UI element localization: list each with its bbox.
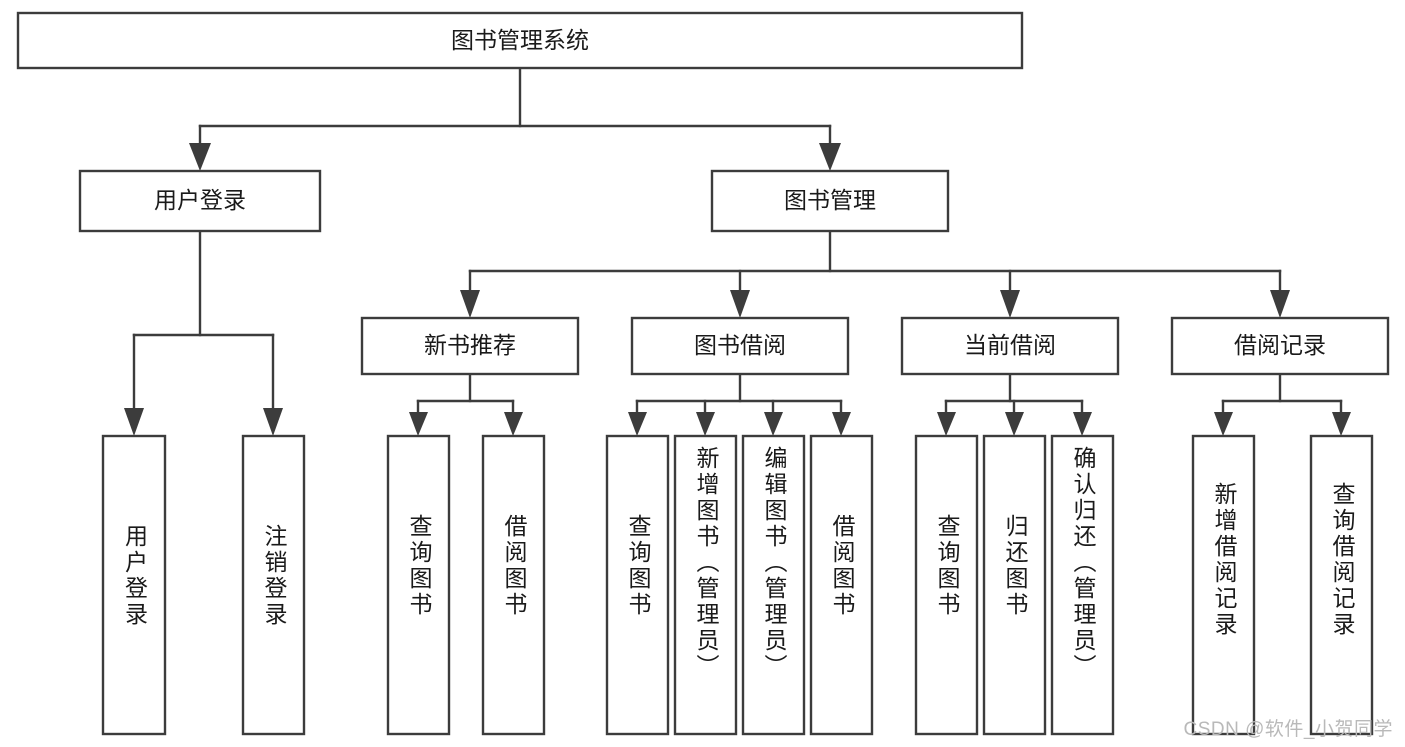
node-book-manage[interactable]: 图书管理 bbox=[710, 169, 950, 233]
node-new-book-rec-box[interactable] bbox=[360, 316, 580, 376]
node-leaf-user-login-box[interactable] bbox=[101, 434, 167, 736]
node-root-box[interactable] bbox=[16, 11, 1024, 70]
node-current-borrow-label: 当前借阅 bbox=[964, 332, 1056, 358]
arrow-head-icon bbox=[819, 143, 841, 171]
node-leaf-query-record-box[interactable] bbox=[1309, 434, 1374, 736]
node-borrow-record-label: 借阅记录 bbox=[1234, 332, 1326, 358]
node-root-label: 图书管理系统 bbox=[451, 27, 589, 53]
node-book-manage-label: 图书管理 bbox=[784, 187, 876, 213]
arrow-head-icon bbox=[189, 143, 211, 171]
node-borrow-record[interactable]: 借阅记录 bbox=[1170, 316, 1390, 376]
connector-borrowrecord-to-leaves bbox=[1214, 372, 1351, 436]
node-leaf-borrow-book-2-box[interactable] bbox=[809, 434, 874, 736]
node-book-manage-box[interactable] bbox=[710, 169, 950, 233]
node-book-borrow-label: 图书借阅 bbox=[694, 332, 786, 358]
arrow-head-icon bbox=[124, 408, 144, 436]
arrow-head-icon bbox=[937, 412, 956, 436]
node-current-borrow-box[interactable] bbox=[900, 316, 1120, 376]
node-current-borrow[interactable]: 当前借阅 bbox=[900, 316, 1120, 376]
node-new-book-rec-label: 新书推荐 bbox=[424, 332, 516, 358]
arrow-head-icon bbox=[460, 290, 480, 318]
arrow-head-icon bbox=[832, 412, 851, 436]
arrow-head-icon bbox=[409, 412, 428, 436]
connector-userlogin-to-leaves bbox=[124, 229, 283, 436]
arrow-head-icon bbox=[1332, 412, 1351, 436]
leaf-boxes bbox=[101, 434, 1374, 736]
node-leaf-query-book-2-box[interactable] bbox=[605, 434, 670, 736]
node-user-login-label: 用户登录 bbox=[154, 187, 246, 213]
node-borrow-record-box[interactable] bbox=[1170, 316, 1390, 376]
arrow-head-icon bbox=[730, 290, 750, 318]
node-leaf-query-book-3-box[interactable] bbox=[914, 434, 979, 736]
arrow-head-icon bbox=[1073, 412, 1092, 436]
node-leaf-confirm-return-box[interactable] bbox=[1050, 434, 1115, 736]
node-book-borrow-box[interactable] bbox=[630, 316, 850, 376]
node-leaf-query-book-1-box[interactable] bbox=[386, 434, 451, 736]
arrow-head-icon bbox=[263, 408, 283, 436]
arrow-head-icon bbox=[1270, 290, 1290, 318]
node-leaf-user-logout-box[interactable] bbox=[241, 434, 306, 736]
node-user-login[interactable]: 用户登录 bbox=[78, 169, 322, 233]
connector-newbook-to-leaves bbox=[409, 372, 523, 436]
connector-root-to-level2 bbox=[189, 66, 841, 171]
arrow-head-icon bbox=[1005, 412, 1024, 436]
node-leaf-borrow-book-1-box[interactable] bbox=[481, 434, 546, 736]
connector-bookborrow-to-leaves bbox=[628, 372, 851, 436]
arrow-head-icon bbox=[696, 412, 715, 436]
arrow-head-icon bbox=[1000, 290, 1020, 318]
node-leaf-add-record-box[interactable] bbox=[1191, 434, 1256, 736]
watermark-text: CSDN @软件_小贺同学 bbox=[1183, 719, 1393, 740]
node-user-login-box[interactable] bbox=[78, 169, 322, 233]
arrow-head-icon bbox=[504, 412, 523, 436]
node-book-borrow[interactable]: 图书借阅 bbox=[630, 316, 850, 376]
arrow-head-icon bbox=[764, 412, 783, 436]
node-leaf-edit-book-box[interactable] bbox=[741, 434, 806, 736]
arrow-head-icon bbox=[628, 412, 647, 436]
arrow-head-icon bbox=[1214, 412, 1233, 436]
node-root[interactable]: 图书管理系统 bbox=[16, 11, 1024, 70]
connector-bookmanage-to-level3 bbox=[460, 229, 1290, 318]
node-leaf-add-book-box[interactable] bbox=[673, 434, 738, 736]
connector-currentborrow-to-leaves bbox=[937, 372, 1092, 436]
node-new-book-rec[interactable]: 新书推荐 bbox=[360, 316, 580, 376]
node-leaf-return-book-box[interactable] bbox=[982, 434, 1047, 736]
